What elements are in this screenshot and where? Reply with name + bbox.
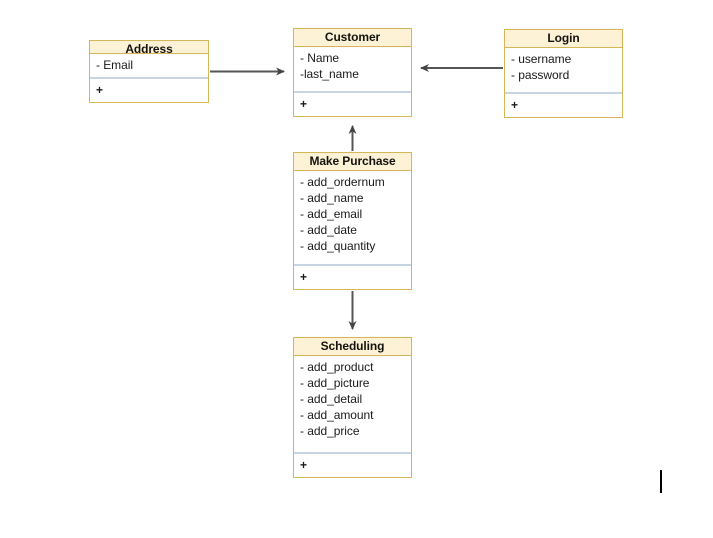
text-cursor-caret [660,470,662,493]
class-title-address: Address [90,41,208,54]
class-title-customer: Customer [294,29,411,47]
uml-class-customer[interactable]: Customer - Name -last_name + [293,28,412,117]
uml-class-address[interactable]: Address - Email + [89,40,209,103]
class-operation: + [96,83,104,97]
class-attribute: - password [511,68,570,82]
class-operations-make-purchase: + [294,266,411,289]
class-attribute: - add_detail [300,392,363,406]
class-title-login: Login [505,30,622,48]
class-section-divider [505,92,622,94]
class-operations-address: + [90,79,208,102]
class-operations-scheduling: + [294,454,411,477]
class-attribute: - add_name [300,191,364,205]
class-attribute: -last_name [300,67,359,81]
class-attribute: - add_quantity [300,239,376,253]
class-attribute: - add_picture [300,376,370,390]
class-operation: + [300,270,308,284]
class-section-divider [294,264,411,266]
class-attribute: - add_email [300,207,363,221]
class-section-divider [294,452,411,454]
class-attributes-address: - Email [90,54,208,77]
class-attributes-make-purchase: - add_ordernum - add_name - add_email - … [294,171,411,264]
class-section-divider [294,91,411,93]
class-attribute: - add_date [300,223,357,237]
class-section-divider [90,77,208,79]
class-attributes-login: - username - password [505,48,622,92]
class-operation: + [511,98,519,112]
class-title-scheduling: Scheduling [294,338,411,356]
uml-class-login[interactable]: Login - username - password + [504,29,623,118]
class-attribute: - add_ordernum [300,175,385,189]
class-operation: + [300,458,308,472]
class-title-make-purchase: Make Purchase [294,153,411,171]
class-operations-login: + [505,94,622,117]
class-attribute: - Name [300,51,340,65]
uml-class-scheduling[interactable]: Scheduling - add_product - add_picture -… [293,337,412,478]
class-operation: + [300,97,308,111]
class-attribute: - add_price [300,424,360,438]
class-attribute: - add_amount [300,408,374,422]
class-attributes-scheduling: - add_product - add_picture - add_detail… [294,356,411,452]
uml-class-make-purchase[interactable]: Make Purchase - add_ordernum - add_name … [293,152,412,290]
class-attribute: - Email [96,58,133,72]
class-operations-customer: + [294,93,411,116]
class-attribute: - username [511,52,572,66]
class-attributes-customer: - Name -last_name [294,47,411,91]
class-attribute: - add_product [300,360,374,374]
